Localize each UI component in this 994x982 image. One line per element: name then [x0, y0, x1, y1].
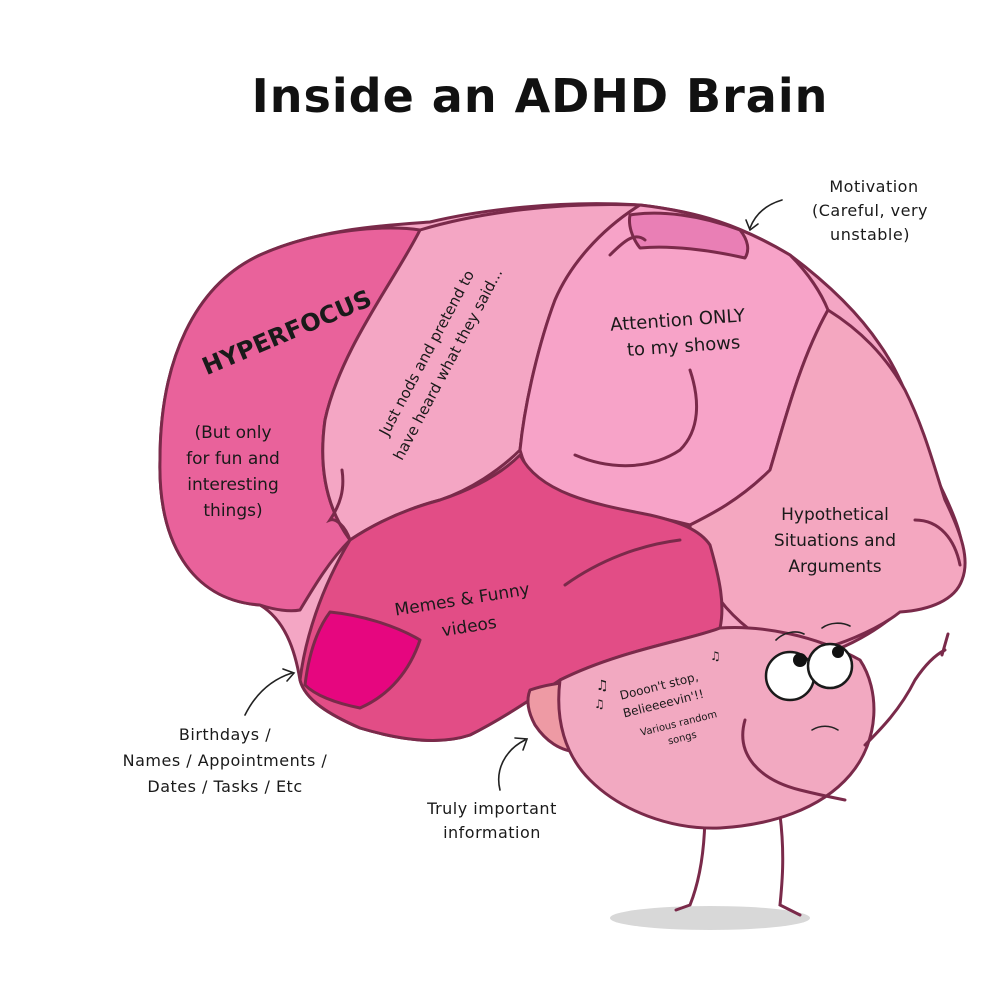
sulcus-line	[326, 468, 352, 542]
hyperfocus-detail-line: things)	[203, 501, 262, 521]
important-arrowhead	[514, 737, 529, 751]
birthdays-arrow	[244, 672, 293, 716]
raised-arm	[863, 648, 947, 747]
region-hypothetical	[688, 308, 967, 657]
callout-important: Truly important information	[426, 737, 557, 842]
music-note-icon: ♫	[596, 678, 609, 694]
right-eye	[806, 642, 854, 690]
motivation-line: Motivation	[829, 177, 918, 196]
sulcus-line	[913, 518, 962, 567]
important-line: information	[443, 823, 541, 842]
mouth	[811, 725, 839, 731]
region-motivation	[628, 211, 750, 260]
raised-finger	[940, 632, 950, 657]
chin-arm	[741, 718, 847, 802]
motivation-line: unstable)	[830, 225, 910, 244]
birthdays-line: Birthdays /	[179, 725, 271, 744]
hypothetical-line: Situations and	[774, 531, 896, 551]
brain	[158, 202, 967, 754]
birthdays-line: Names / Appointments /	[123, 751, 328, 770]
motivation-line: (Careful, very	[812, 201, 928, 220]
music-note-icon: ♫	[710, 649, 721, 663]
important-line: Truly important	[426, 799, 557, 818]
left-pupil	[793, 653, 807, 667]
birthdays-arrowhead	[282, 668, 296, 682]
ground-shadow	[610, 906, 810, 930]
right-pupil	[832, 646, 844, 658]
hyperfocus-detail-line: for fun and	[186, 449, 280, 469]
hypothetical-line: Hypothetical	[781, 505, 889, 525]
sulcus-line	[608, 235, 647, 257]
hypothetical-line: Arguments	[788, 557, 881, 577]
sulcus-line	[563, 538, 682, 587]
callout-birthdays: Birthdays / Names / Appointments / Dates…	[123, 668, 328, 796]
music-note-icon: ♫	[594, 697, 605, 711]
sulcus-line	[573, 368, 699, 468]
page-title: Inside an ADHD Brain	[252, 69, 829, 123]
left-eyebrow	[775, 631, 805, 641]
region-birthdays	[303, 610, 422, 710]
motivation-arrow	[749, 199, 783, 229]
label-hypothetical: Hypothetical Situations and Arguments	[774, 505, 896, 577]
right-eyebrow	[821, 622, 851, 629]
right-leg	[778, 813, 802, 917]
cerebellum-character	[557, 622, 950, 917]
label-hyperfocus-detail: (But only for fun and interesting things…	[186, 423, 280, 521]
hyperfocus-detail-line: interesting	[187, 475, 279, 495]
callout-motivation: Motivation (Careful, very unstable)	[745, 177, 928, 244]
motivation-arrowhead	[745, 219, 759, 232]
hyperfocus-detail-line: (But only	[194, 423, 271, 443]
birthdays-line: Dates / Tasks / Etc	[147, 777, 302, 796]
important-arrow	[498, 739, 526, 791]
